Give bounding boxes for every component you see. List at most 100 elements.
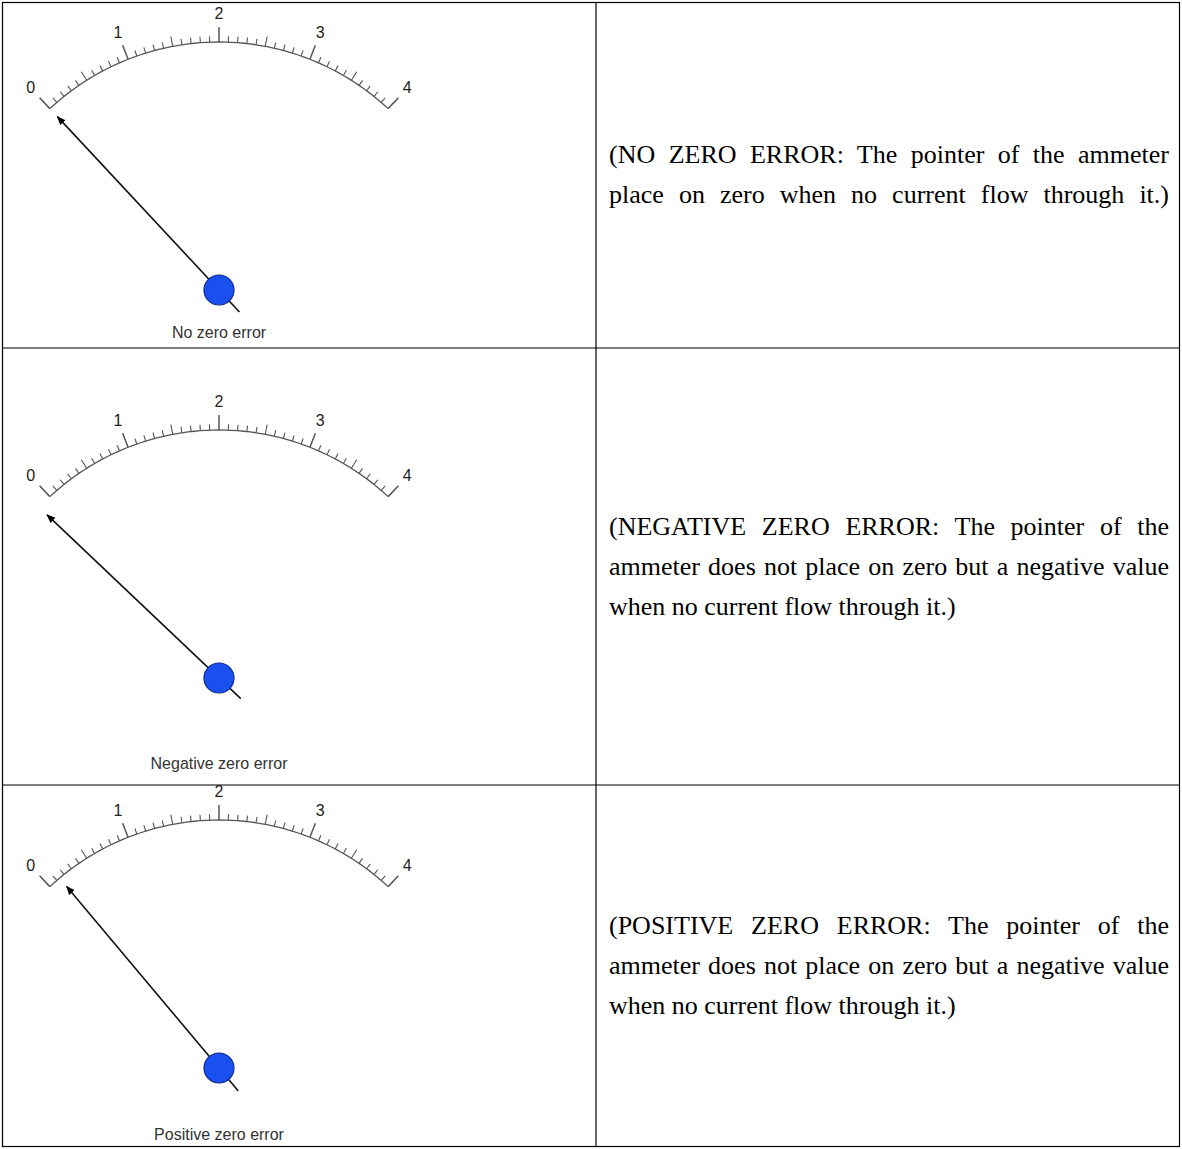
scale-tick <box>123 823 128 837</box>
pointer-needle <box>47 515 241 699</box>
scale-tick <box>135 50 137 56</box>
description-text: (POSITIVE ZERO ERROR: The pointer of the… <box>609 906 1169 1026</box>
scale-tick <box>343 458 346 463</box>
scale-tick <box>256 817 258 823</box>
scale-tick <box>318 445 320 450</box>
ammeter-gauge <box>40 27 399 312</box>
scale-tick <box>283 433 285 439</box>
scale-tick <box>135 438 137 444</box>
table-lines <box>3 3 1180 1147</box>
scale-tick <box>256 427 258 433</box>
scale-tick <box>301 828 303 834</box>
pivot-circle <box>204 1053 234 1083</box>
pivot-circle <box>204 663 234 693</box>
scale-tick <box>180 817 182 823</box>
scale-tick <box>237 815 239 821</box>
scale-tick <box>81 850 86 858</box>
scale-number: 3 <box>316 413 325 429</box>
scale-tick <box>171 425 173 435</box>
scale-tick <box>75 80 78 85</box>
table-border <box>3 3 1180 1147</box>
scale-tick <box>153 45 155 51</box>
scale-tick <box>190 816 192 822</box>
scale-tick <box>228 36 229 42</box>
scale-tick <box>335 66 338 71</box>
scale-tick <box>60 870 64 875</box>
scale-tick <box>135 828 137 834</box>
scale-tick <box>374 92 378 97</box>
scale-tick <box>374 480 378 485</box>
scale-tick <box>327 61 330 66</box>
scale-tick <box>180 427 182 433</box>
ammeter-gauge <box>40 415 399 699</box>
scale-tick <box>359 80 362 85</box>
scale-tick <box>199 815 201 821</box>
scale-tick <box>171 37 173 47</box>
row-divider <box>3 347 1180 348</box>
scale-tick <box>310 823 315 837</box>
scale-tick <box>265 425 267 435</box>
scale-tick <box>68 864 72 869</box>
scale-tick <box>117 57 119 62</box>
scale-number: 3 <box>316 803 325 819</box>
scale-tick <box>359 858 362 863</box>
scale-tick <box>310 45 315 59</box>
scale-tick <box>81 460 86 468</box>
scale-tick <box>190 38 192 44</box>
scale-tick <box>246 38 248 44</box>
scale-tick <box>40 486 50 497</box>
scale-tick <box>209 36 210 42</box>
scale-tick <box>301 50 303 56</box>
scale-tick <box>292 47 294 53</box>
scale-tick <box>237 37 239 43</box>
scale-tick <box>100 454 103 459</box>
scale-number: 4 <box>403 468 412 484</box>
scale-tick <box>218 415 220 430</box>
scale-tick <box>318 57 320 62</box>
scale-tick <box>123 433 128 447</box>
ammeter-gauge <box>40 805 399 1091</box>
scale-tick <box>180 39 182 45</box>
scale-tick <box>92 848 95 853</box>
scale-tick <box>292 435 294 441</box>
scale-tick <box>218 27 220 42</box>
scale-tick <box>388 98 398 109</box>
scale-tick <box>144 435 146 441</box>
scale-tick <box>343 848 346 853</box>
scale-tick <box>75 858 78 863</box>
scale-tick <box>351 460 356 468</box>
scale-tick <box>367 86 371 91</box>
scale-tick <box>335 454 338 459</box>
scale-tick <box>68 86 72 91</box>
scale-tick <box>301 438 303 444</box>
scale-tick <box>53 876 57 881</box>
scale-number: 0 <box>26 80 35 96</box>
scale-tick <box>335 844 338 849</box>
scale-tick <box>162 820 163 826</box>
scale-tick <box>53 486 57 491</box>
scale-tick <box>388 876 398 887</box>
pointer-needle <box>57 117 239 312</box>
scale-tick <box>327 839 330 844</box>
scale-number: 1 <box>113 25 122 41</box>
scale-tick <box>108 61 111 66</box>
scale-tick <box>274 430 275 436</box>
scale-tick <box>153 823 155 829</box>
row-divider <box>3 784 1180 785</box>
scale-tick <box>327 449 330 454</box>
scale-number: 2 <box>215 394 224 410</box>
scale-tick <box>199 425 201 431</box>
scale-tick <box>237 425 239 431</box>
scale-tick <box>60 480 64 485</box>
scale-number: 4 <box>403 858 412 874</box>
column-divider <box>595 3 596 1147</box>
scale-tick <box>100 844 103 849</box>
scale-tick <box>209 814 210 820</box>
scale-tick <box>68 474 72 479</box>
scale-tick <box>388 486 398 497</box>
scale-tick <box>343 70 346 75</box>
scale-tick <box>367 474 371 479</box>
gauge-caption: No zero error <box>172 324 266 342</box>
